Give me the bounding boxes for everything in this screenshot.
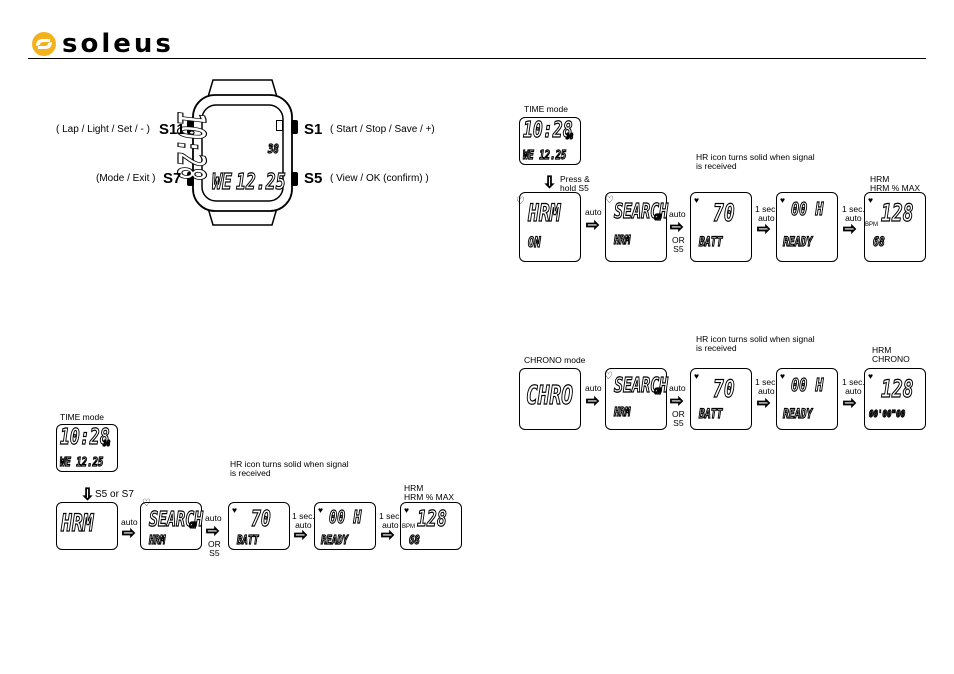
display-ready: ♥ 00 H READY [776, 192, 838, 262]
s5-desc: ( View / OK (confirm) ) [330, 173, 429, 184]
right-arrow-icon: ⇨ [669, 219, 684, 236]
right-arrow-icon: ⇨ [669, 393, 684, 410]
s11-button-label: S11 [159, 121, 185, 138]
start-display: 10:28 38 WE 12.25 [519, 117, 581, 165]
display-chro: CHRO [519, 368, 581, 430]
right-arrow-icon: ⇨ [756, 395, 771, 412]
mode-title: CHRONO mode [524, 355, 586, 365]
right-arrow-icon: ⇨ [380, 527, 395, 544]
hr-note: HR icon turns solid when signal is recei… [230, 459, 349, 478]
display-batt: ♥ 70 BATT [690, 192, 752, 262]
display-batt: ♥ 70 BATT [690, 368, 752, 430]
heart-outline-icon: ♡ [605, 195, 614, 206]
display-hrm-max: ♥ 128 BPM 68 [400, 502, 462, 550]
heart-solid-icon: ♥ [318, 505, 324, 515]
right-arrow-icon: ⇨ [205, 523, 220, 540]
brand-name: soleus [62, 29, 174, 59]
heart-outline-icon: ♡ [516, 196, 525, 207]
display-hrm-chrono: ♥ 128 00'00"00 [864, 368, 926, 430]
right-arrow-icon: ⇨ [842, 221, 857, 238]
display-ready: ♥ 00 H READY [776, 368, 838, 430]
heart-solid-icon: ♥ [404, 505, 410, 515]
s5-button-label: S5 [304, 170, 323, 187]
soleus-logo-icon [32, 32, 56, 56]
hr-note: HR icon turns solid when signal is recei… [696, 152, 815, 171]
heart-outline-icon: ♡ [142, 498, 151, 509]
s7-desc: (Mode / Exit ) [96, 173, 156, 184]
heart-solid-icon: ♥ [694, 195, 700, 205]
display-hrm-max: ♥ 128 BPM 68 [864, 192, 926, 262]
right-arrow-icon: ⇨ [293, 527, 308, 544]
mode-title: TIME mode [524, 104, 568, 114]
start-display: 10:28 38 WE 12.25 [56, 424, 118, 472]
right-arrow-icon: ⇨ [585, 393, 600, 410]
right-arrow-icon: ⇨ [756, 221, 771, 238]
s1-button-label: S1 [304, 121, 323, 138]
s11-desc: ( Lap / Light / Set / - ) [56, 124, 150, 135]
display-batt: ♥ 70 BATT [228, 502, 290, 550]
display-search: SEARCH CH HRM [605, 192, 669, 262]
or-s5-label: auto [205, 513, 222, 523]
right-arrow-icon: ⇨ [585, 217, 600, 234]
down-arrow-icon: ⇨ [78, 487, 96, 501]
heart-solid-icon: ♥ [868, 371, 874, 381]
hr-note: HR icon turns solid when signal is recei… [696, 334, 815, 353]
right-arrow-icon: ⇨ [121, 525, 136, 542]
watch-seconds: 38 [268, 141, 280, 156]
display-hrm: HRM [56, 502, 118, 550]
watch-day: WE [212, 169, 233, 195]
heart-outline-icon: ♡ [604, 371, 613, 382]
mode-title: TIME mode [60, 412, 104, 422]
watch-date: 12.25 [236, 169, 287, 195]
right-arrow-icon: ⇨ [842, 395, 857, 412]
heart-solid-icon: ♥ [868, 195, 874, 205]
heart-solid-icon: ♥ [780, 371, 786, 381]
heart-solid-icon: ♥ [780, 195, 786, 205]
display-search: SEARCH CH HRM [140, 502, 204, 550]
s1-desc: ( Start / Stop / Save / +) [330, 124, 435, 135]
trigger-label: Press &hold S5 [560, 174, 590, 193]
s7-button-label: S7 [163, 170, 182, 187]
display-search: SEARCH CH HRM [605, 368, 669, 430]
down-arrow-icon: ⇨ [540, 175, 558, 189]
watch-outline [187, 79, 298, 226]
heart-solid-icon: ♥ [694, 371, 700, 381]
battery-icon [276, 120, 283, 131]
display-ready: ♥ 00 H READY [314, 502, 376, 550]
heart-solid-icon: ♥ [232, 505, 238, 515]
display-hrm-on: HRM ON [519, 192, 581, 262]
header-rule [28, 58, 926, 59]
trigger-label: S5 or S7 [95, 489, 134, 500]
